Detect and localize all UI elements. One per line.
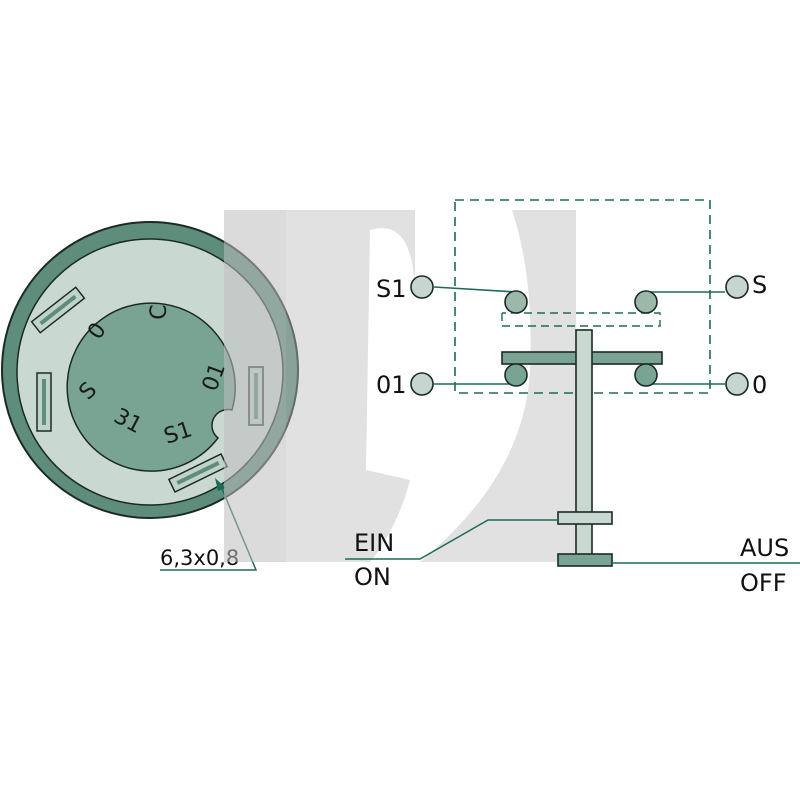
contact-upper-right: [634, 290, 658, 314]
off-label-english: OFF: [740, 569, 787, 597]
contact-upper-left: [504, 290, 528, 314]
terminal-0-label: 0: [752, 371, 767, 399]
terminal-0: [725, 372, 749, 396]
blade-tab-top-left: [30, 286, 86, 334]
wire-0: [645, 374, 725, 385]
terminal-s: [725, 275, 749, 299]
terminal-s1: [410, 275, 434, 299]
dimension-leader-arrow: [215, 478, 226, 491]
terminal-01: [410, 372, 434, 396]
on-label-german: EIN: [354, 529, 394, 557]
wire-s1: [433, 286, 517, 300]
off-label-german: AUS: [740, 534, 789, 562]
contact-lower-right: [634, 363, 658, 387]
watermark: [224, 210, 576, 562]
plunger-collar-on: [557, 511, 613, 525]
wire-01: [434, 374, 517, 385]
wire-s: [645, 291, 725, 300]
upper-contact-bridge-dashed: [501, 312, 661, 327]
watermark-far-right-band: [420, 210, 576, 562]
contact-lower-left: [504, 363, 528, 387]
on-leader-line: [345, 519, 558, 560]
terminal-01-label: 01: [376, 371, 407, 399]
switch-schematic: S1 S 01 0 EIN ON AUS OFF: [345, 199, 800, 597]
plunger-collar-off: [557, 553, 613, 567]
watermark-right-band: [286, 210, 415, 562]
terminal-s1-label: S1: [376, 275, 407, 303]
plunger-shaft: [575, 329, 593, 565]
terminal-label-c: C: [147, 304, 172, 319]
terminal-s-label: S: [752, 271, 767, 299]
watermark-left-band: [224, 210, 286, 562]
on-label-english: ON: [354, 563, 391, 591]
blade-tab-left: [36, 372, 52, 432]
